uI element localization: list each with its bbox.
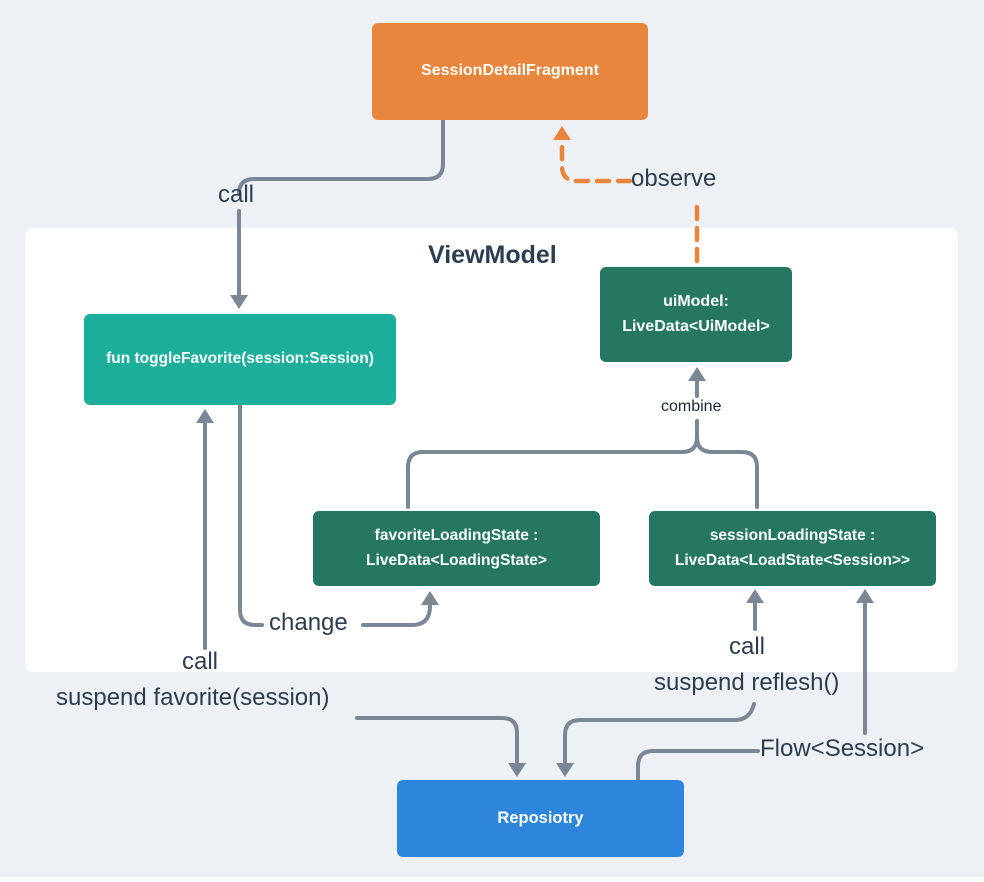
node-repository: Reposiotry bbox=[397, 780, 684, 857]
edge-suspend-favorite bbox=[355, 716, 519, 764]
edge-change-right bbox=[361, 604, 432, 627]
arrowhead-suspend-favorite bbox=[508, 763, 526, 777]
arrowhead-combine bbox=[688, 367, 706, 381]
node-favorite-loading-state-line1: favoriteLoadingState : bbox=[374, 527, 539, 545]
arrowhead-change bbox=[421, 591, 439, 605]
arrowhead-suspend-reflesh bbox=[556, 763, 574, 777]
node-ui-model-line1: uiModel: bbox=[663, 292, 729, 310]
arrowhead-call-right bbox=[746, 589, 764, 603]
edge-label-change: change bbox=[269, 609, 348, 636]
edge-label-call-top: call bbox=[218, 181, 255, 208]
edge-label-suspend-favorite: suspend favorite(session) bbox=[56, 684, 330, 711]
edge-label-call-left: call bbox=[182, 648, 219, 675]
node-toggle-favorite: fun toggleFavorite(session:Session) bbox=[84, 314, 396, 405]
node-session-loading-state: sessionLoadingState : LiveData<LoadState… bbox=[649, 511, 936, 586]
edge-flow-to-repository bbox=[636, 749, 760, 781]
edge-label-call-right: call bbox=[729, 633, 766, 660]
node-session-detail-fragment: SessionDetailFragment bbox=[372, 23, 648, 120]
edge-label-combine: combine bbox=[661, 398, 722, 415]
edge-suspend-reflesh bbox=[563, 702, 756, 764]
bottom-strip bbox=[0, 877, 984, 882]
viewmodel-title: ViewModel bbox=[428, 241, 557, 269]
edge-label-observe: observe bbox=[631, 165, 717, 192]
arrowhead-call-top bbox=[230, 295, 248, 309]
node-ui-model: uiModel: LiveData<UiModel> bbox=[600, 267, 792, 362]
edge-label-flow-session: Flow<Session> bbox=[760, 735, 925, 762]
edge-call-top-upper bbox=[237, 118, 445, 196]
node-session-loading-state-line1: sessionLoadingState : bbox=[709, 527, 876, 545]
arrowhead-observe bbox=[553, 126, 571, 140]
arrowhead-call-left bbox=[196, 409, 214, 423]
node-toggle-favorite-label: fun toggleFavorite(session:Session) bbox=[106, 350, 374, 368]
node-favorite-loading-state: favoriteLoadingState : LiveData<LoadingS… bbox=[313, 511, 600, 586]
edge-combine-right-branch bbox=[695, 435, 759, 509]
arrowhead-flow bbox=[856, 589, 874, 603]
node-session-detail-fragment-label: SessionDetailFragment bbox=[421, 62, 599, 80]
node-favorite-loading-state-line2: LiveData<LoadingState> bbox=[366, 551, 547, 569]
edge-change-left bbox=[238, 402, 264, 627]
edge-combine-left-branch bbox=[406, 435, 699, 509]
edge-label-suspend-reflesh: suspend reflesh() bbox=[654, 669, 840, 696]
node-repository-label: Reposiotry bbox=[497, 808, 584, 827]
edge-observe-upper bbox=[559, 137, 633, 184]
node-ui-model-line2: LiveData<UiModel> bbox=[622, 317, 770, 335]
node-session-loading-state-line2: LiveData<LoadState<Session>> bbox=[674, 551, 911, 569]
